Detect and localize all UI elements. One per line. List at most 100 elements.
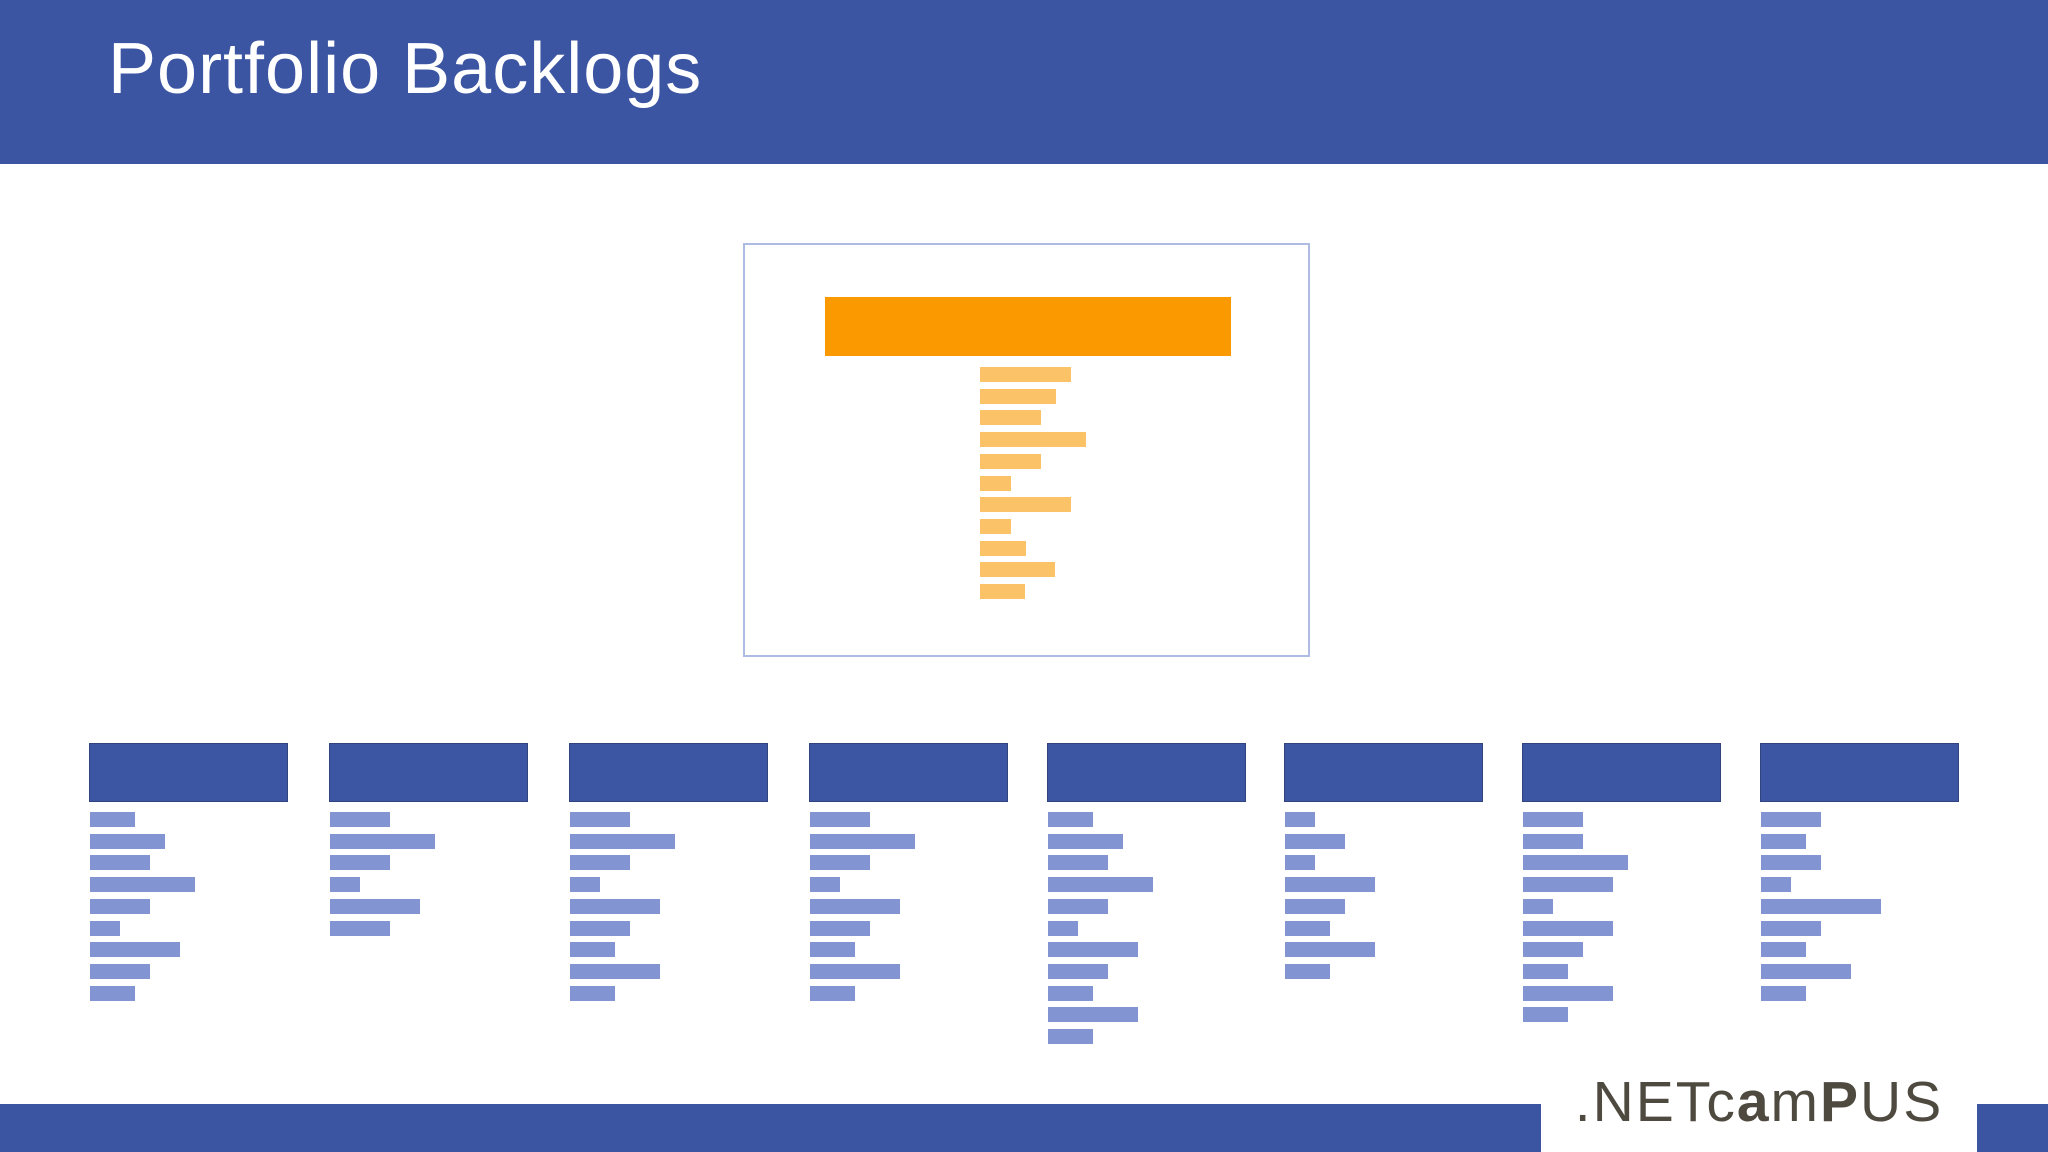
backlog-item-bar bbox=[1048, 877, 1153, 893]
backlog-item-bar bbox=[810, 985, 855, 1001]
portfolio-item-bar bbox=[980, 518, 1011, 534]
backlog-item-bar bbox=[1048, 963, 1108, 979]
backlog-item-bar bbox=[1761, 920, 1821, 936]
backlog-item-bar bbox=[570, 855, 630, 871]
backlog-item-bar bbox=[570, 920, 630, 936]
backlog-item-bar bbox=[90, 985, 135, 1001]
portfolio-epic-bar bbox=[825, 297, 1231, 356]
backlog-item-bar bbox=[1285, 812, 1315, 827]
logo-us: US bbox=[1860, 1069, 1944, 1134]
team-backlog-header bbox=[1522, 743, 1721, 802]
backlog-item-bar bbox=[1048, 1029, 1093, 1044]
backlog-item-bar bbox=[1285, 920, 1330, 936]
portfolio-item-bar bbox=[980, 388, 1056, 404]
backlog-item-bar bbox=[1285, 963, 1330, 979]
backlog-item-bar bbox=[1048, 855, 1108, 871]
backlog-item-bar bbox=[1048, 833, 1123, 849]
backlog-item-bar bbox=[1523, 963, 1568, 979]
backlog-item-bar bbox=[570, 833, 675, 849]
backlog-item-bar bbox=[1048, 812, 1093, 827]
backlog-item-bar bbox=[810, 920, 870, 936]
backlog-item-bar bbox=[570, 963, 660, 979]
backlog-item-bar bbox=[570, 812, 630, 827]
backlog-item-bar bbox=[330, 812, 390, 827]
portfolio-backlog-box bbox=[743, 243, 1310, 657]
team-backlog-header bbox=[329, 743, 528, 802]
slide-title: Portfolio Backlogs bbox=[108, 29, 703, 109]
backlog-item-bar bbox=[1285, 942, 1375, 958]
team-backlog-header bbox=[569, 743, 768, 802]
backlog-item-bar bbox=[1523, 1007, 1568, 1023]
team-backlog-group-3 bbox=[569, 743, 768, 1007]
backlog-item-bar bbox=[1761, 855, 1821, 871]
backlog-item-bar bbox=[90, 963, 150, 979]
portfolio-item-bar bbox=[980, 475, 1011, 491]
logo-m: m bbox=[1770, 1069, 1820, 1134]
backlog-item-bar bbox=[1523, 812, 1583, 827]
backlog-item-bar bbox=[90, 920, 120, 936]
portfolio-item-bar bbox=[980, 540, 1026, 556]
backlog-item-bar bbox=[1761, 877, 1791, 893]
backlog-item-bar bbox=[1048, 1007, 1138, 1023]
backlog-item-bar bbox=[1048, 920, 1078, 936]
backlog-item-bar bbox=[90, 833, 165, 849]
backlog-item-bar bbox=[1285, 877, 1375, 893]
backlog-item-bar bbox=[570, 877, 600, 893]
backlog-item-bar bbox=[90, 812, 135, 827]
backlog-item-bar bbox=[810, 855, 870, 871]
portfolio-item-bar bbox=[980, 367, 1071, 382]
backlog-item-bar bbox=[1048, 898, 1108, 914]
logo-dotnet: .NET bbox=[1574, 1069, 1707, 1134]
team-backlog-group-6 bbox=[1284, 743, 1483, 986]
team-backlog-header bbox=[1047, 743, 1246, 802]
backlog-item-bar bbox=[1048, 942, 1138, 958]
team-backlog-group-1 bbox=[89, 743, 288, 1007]
team-backlog-group-7 bbox=[1522, 743, 1721, 1029]
portfolio-item-bar bbox=[980, 453, 1041, 469]
backlog-item-bar bbox=[90, 942, 180, 958]
backlog-item-bar bbox=[1048, 985, 1093, 1001]
netcampus-logo: .NETcamPUS bbox=[1575, 1073, 1943, 1131]
backlog-item-bar bbox=[1285, 855, 1315, 871]
portfolio-item-bar bbox=[980, 584, 1025, 599]
backlog-item-bar bbox=[1761, 812, 1821, 827]
team-backlog-header bbox=[1760, 743, 1959, 802]
backlog-item-bar bbox=[330, 877, 360, 893]
backlog-item-bar bbox=[1761, 963, 1851, 979]
backlog-item-bar bbox=[810, 877, 840, 893]
logo-plate: .NETcamPUS bbox=[1541, 1052, 1977, 1152]
backlog-item-bar bbox=[330, 898, 420, 914]
logo-a: a bbox=[1736, 1069, 1771, 1134]
portfolio-item-bar bbox=[980, 410, 1041, 426]
backlog-item-bar bbox=[810, 963, 900, 979]
team-backlog-group-4 bbox=[809, 743, 1008, 1007]
backlog-item-bar bbox=[1761, 985, 1806, 1001]
backlog-item-bar bbox=[1761, 898, 1881, 914]
backlog-item-bar bbox=[90, 855, 150, 871]
backlog-item-bar bbox=[330, 855, 390, 871]
portfolio-item-bar bbox=[980, 432, 1086, 448]
backlog-item-bar bbox=[1523, 855, 1628, 871]
backlog-item-bar bbox=[810, 812, 870, 827]
backlog-item-bar bbox=[1285, 898, 1345, 914]
backlog-item-bar bbox=[810, 942, 855, 958]
logo-c: c bbox=[1706, 1069, 1737, 1134]
backlog-item-bar bbox=[1523, 920, 1613, 936]
portfolio-item-bar bbox=[980, 497, 1071, 513]
backlog-item-bar bbox=[330, 920, 390, 936]
portfolio-item-bar bbox=[980, 562, 1055, 578]
backlog-item-bar bbox=[1523, 877, 1613, 893]
backlog-item-bar bbox=[1761, 942, 1806, 958]
backlog-item-bar bbox=[570, 898, 660, 914]
backlog-item-bar bbox=[1523, 898, 1553, 914]
backlog-item-bar bbox=[810, 833, 915, 849]
backlog-item-bar bbox=[570, 942, 615, 958]
team-backlog-header bbox=[89, 743, 288, 802]
backlog-item-bar bbox=[1285, 833, 1345, 849]
team-backlog-header bbox=[809, 743, 1008, 802]
backlog-item-bar bbox=[330, 833, 435, 849]
backlog-item-bar bbox=[1523, 942, 1583, 958]
backlog-item-bar bbox=[90, 898, 150, 914]
backlog-item-bar bbox=[1761, 833, 1806, 849]
